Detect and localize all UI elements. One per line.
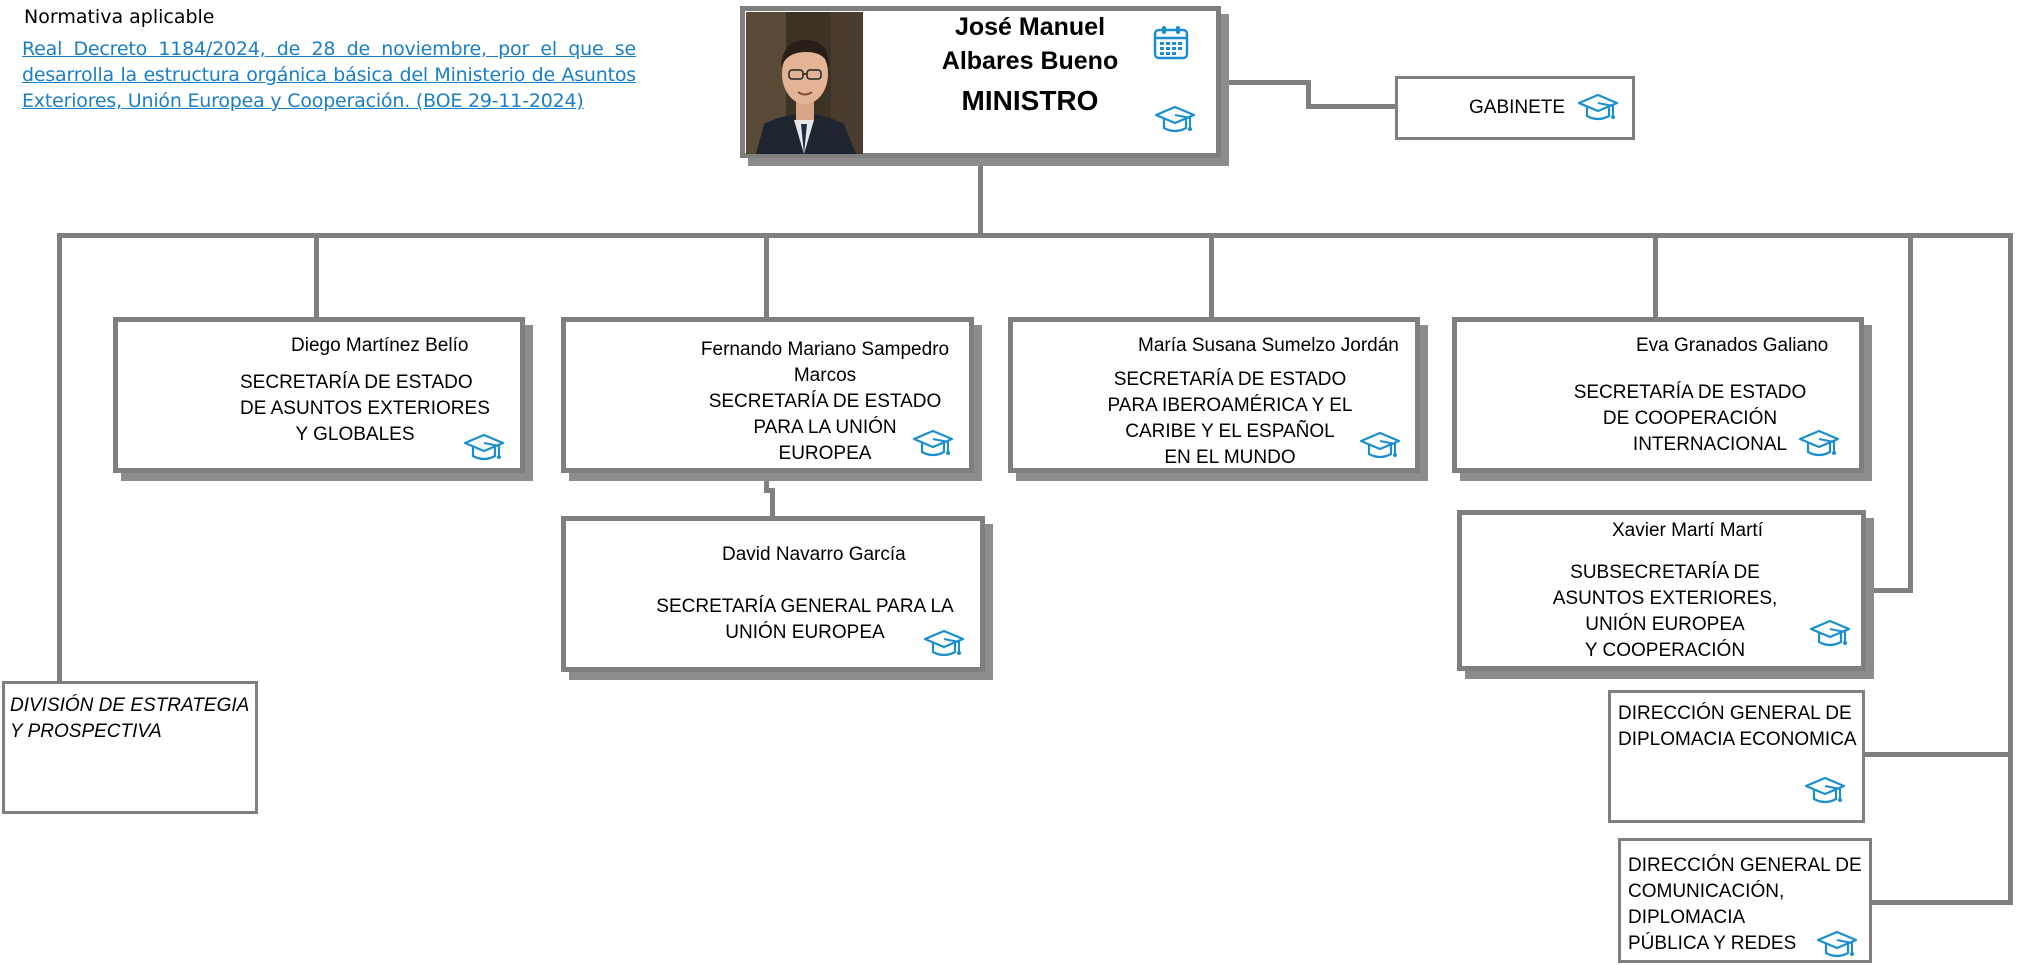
sg-ue-line1: SECRETARÍA GENERAL PARA LA bbox=[656, 596, 954, 617]
graduation-cap-icon[interactable] bbox=[1153, 104, 1197, 136]
se-exteriores-line1: SECRETARÍA DE ESTADO bbox=[240, 372, 473, 393]
calendar-icon[interactable] bbox=[1152, 24, 1190, 62]
gabinete-label: GABINETE bbox=[1469, 97, 1566, 118]
graduation-cap-icon[interactable] bbox=[1358, 430, 1402, 462]
minister-name-line1: José Manuel bbox=[954, 13, 1106, 41]
graduation-cap-icon[interactable] bbox=[462, 432, 506, 464]
se-cooperacion-line1: SECRETARÍA DE ESTADO bbox=[1573, 382, 1807, 403]
se-cooperacion-box[interactable] bbox=[1452, 317, 1864, 473]
se-cooperacion-line3: INTERNACIONAL bbox=[1632, 434, 1788, 455]
graduation-cap-icon[interactable] bbox=[1803, 775, 1847, 807]
dg-comunicacion-box[interactable] bbox=[1618, 838, 1872, 963]
normativa-heading: Normativa aplicable bbox=[24, 6, 215, 28]
se-union-europea-box[interactable] bbox=[561, 317, 974, 473]
division-line1: DIVISIÓN DE ESTRATEGIA bbox=[10, 695, 250, 716]
division-line2: Y PROSPECTIVA bbox=[10, 721, 162, 742]
se-iberoamerica-line3: CARIBE Y EL ESPAÑOL bbox=[1125, 421, 1335, 442]
se-cooperacion-person: Eva Granados Galiano bbox=[1636, 335, 1829, 356]
se-exteriores-line2: DE ASUNTOS EXTERIORES bbox=[240, 398, 490, 419]
subsecretaria-line3: UNIÓN EUROPEA bbox=[1585, 614, 1745, 635]
se-cooperacion-line2: DE COOPERACIÓN bbox=[1602, 408, 1778, 429]
graduation-cap-icon[interactable] bbox=[922, 628, 966, 660]
se-iberoamerica-line2: PARA IBEROAMÉRICA Y EL bbox=[1107, 395, 1353, 416]
subsecretaria-line2: ASUNTOS EXTERIORES, bbox=[1552, 588, 1778, 609]
dg-comunicacion-line4: PÚBLICA Y REDES bbox=[1628, 933, 1797, 954]
graduation-cap-icon[interactable] bbox=[1808, 618, 1852, 650]
sg-ue-person: David Navarro García bbox=[722, 544, 906, 565]
dg-comunicacion-line3: DIPLOMACIA bbox=[1628, 907, 1746, 928]
se-ue-line1: SECRETARÍA DE ESTADO bbox=[708, 391, 942, 412]
se-ue-person-line2: Marcos bbox=[793, 365, 857, 386]
sg-union-europea-box[interactable] bbox=[561, 516, 985, 672]
division-estrategia-box[interactable] bbox=[2, 681, 258, 814]
dg-economica-line2: DIPLOMACIA ECONOMICA bbox=[1618, 729, 1857, 750]
se-exteriores-person: Diego Martínez Belío bbox=[291, 335, 469, 356]
se-ue-line2: PARA LA UNIÓN bbox=[753, 417, 897, 438]
dg-comunicacion-line1: DIRECCIÓN GENERAL DE bbox=[1628, 855, 1862, 876]
dg-economica-line1: DIRECCIÓN GENERAL DE bbox=[1618, 703, 1852, 724]
graduation-cap-icon[interactable] bbox=[1797, 428, 1841, 460]
se-iberoamerica-box[interactable] bbox=[1008, 317, 1420, 473]
subsecretaria-person: Xavier Martí Martí bbox=[1612, 520, 1763, 541]
minister-photo bbox=[746, 12, 863, 154]
dg-comunicacion-line2: COMUNICACIÓN, bbox=[1628, 881, 1785, 902]
se-ue-person-line1: Fernando Mariano Sampedro bbox=[700, 339, 950, 360]
real-decreto-link[interactable]: Real Decreto 1184/2024, de 28 de noviemb… bbox=[22, 38, 636, 112]
se-iberoamerica-person: María Susana Sumelzo Jordán bbox=[1138, 335, 1399, 356]
minister-name-line2: Albares Bueno bbox=[941, 47, 1119, 75]
graduation-cap-icon[interactable] bbox=[1815, 929, 1859, 961]
graduation-cap-icon[interactable] bbox=[911, 428, 955, 460]
subsecretaria-line4: Y COOPERACIÓN bbox=[1584, 640, 1746, 661]
se-iberoamerica-line4: EN EL MUNDO bbox=[1164, 447, 1296, 468]
gabinete-box[interactable] bbox=[1395, 76, 1635, 140]
minister-title: MINISTRO bbox=[961, 85, 1099, 116]
sg-ue-line2: UNIÓN EUROPEA bbox=[725, 622, 885, 643]
se-exteriores-line3: Y GLOBALES bbox=[295, 424, 415, 445]
se-asuntos-exteriores-box[interactable] bbox=[113, 317, 525, 473]
graduation-cap-icon[interactable] bbox=[1576, 92, 1620, 124]
subsecretaria-box[interactable] bbox=[1457, 510, 1866, 671]
subsecretaria-line1: SUBSECRETARÍA DE bbox=[1570, 562, 1760, 583]
se-ue-line3: EUROPEA bbox=[778, 443, 872, 464]
se-iberoamerica-line1: SECRETARÍA DE ESTADO bbox=[1113, 369, 1347, 390]
